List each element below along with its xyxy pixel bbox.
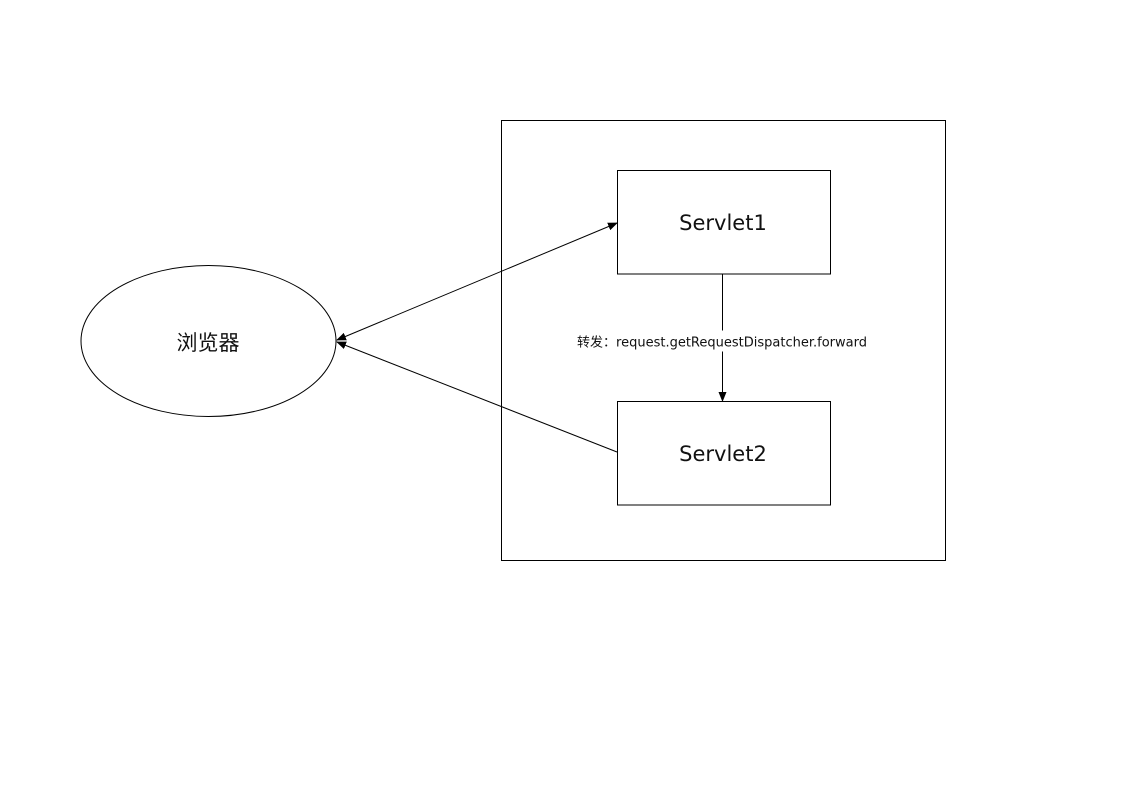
edge-servlet2-browser <box>336 341 618 453</box>
servlet1-label: Servlet1 <box>679 211 767 235</box>
browser-label: 浏览器 <box>176 331 240 355</box>
servlet1-node <box>617 170 831 275</box>
browser-node <box>80 265 337 417</box>
forward-edge-label: 转发：request.getRequestDispatcher.forward <box>575 330 869 352</box>
servlet2-label: Servlet2 <box>679 442 767 466</box>
edge-browser-servlet1 <box>336 222 618 341</box>
server-container <box>501 120 946 561</box>
